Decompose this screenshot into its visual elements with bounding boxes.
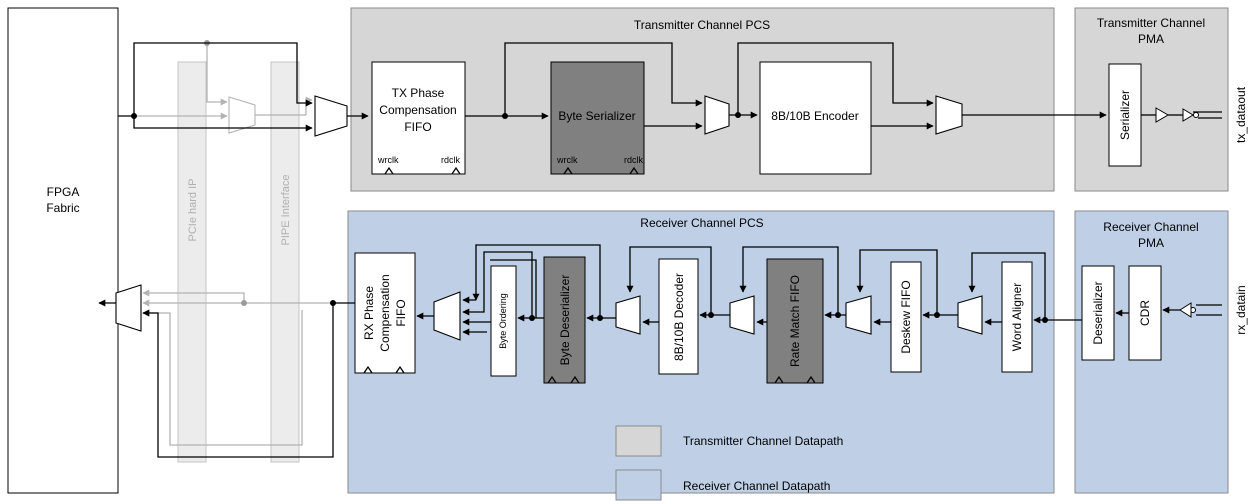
rx-output-mux <box>115 284 142 332</box>
rx-byte-ordering-mux <box>433 291 461 341</box>
rx-phase-fifo-line3: FIFO <box>394 299 408 326</box>
rx-decoder-mux <box>615 295 641 335</box>
fpga-label-line1: FPGA <box>47 185 80 199</box>
word-aligner-label: Word Aligner <box>1010 283 1024 351</box>
pipe-tx-wire <box>305 96 313 115</box>
pipe-rx-junction <box>241 300 247 306</box>
rx-word-aligner-mux <box>957 295 983 335</box>
clock-triangle-icon <box>547 375 557 384</box>
rx-pcs-title: Receiver Channel PCS <box>640 216 763 230</box>
deserializer-block <box>1081 265 1115 361</box>
tx-pcs-title: Transmitter Channel PCS <box>634 18 770 32</box>
byte-serializer-label: Byte Serializer <box>558 109 635 123</box>
clock-triangle-icon <box>363 365 373 374</box>
rx-wire <box>490 259 537 318</box>
serializer-block <box>1108 63 1142 167</box>
byte-serializer-wrclk: wrclk <box>556 155 578 165</box>
rate-match-fifo-block <box>766 258 824 384</box>
byte-serializer-rdclk: rdclk <box>624 155 644 165</box>
tx-output-pin-icon <box>1193 112 1199 118</box>
clock-triangle-icon <box>806 375 816 384</box>
tx-pma-title-line1: Transmitter Channel <box>1097 16 1205 30</box>
legend-rx-swatch <box>615 469 662 501</box>
encoder-block <box>759 61 872 175</box>
deskew-fifo-label: Deskew FIFO <box>899 280 913 353</box>
rx-rate-match-mux <box>729 295 755 335</box>
pipe-rx-wire <box>142 289 245 303</box>
tx-output-buffer-icon <box>1155 107 1169 123</box>
encoder-label: 8B/10B Encoder <box>771 109 858 123</box>
rx-wire <box>472 244 601 318</box>
clock-triangle-icon <box>384 166 394 175</box>
rx-wire <box>739 246 839 315</box>
byte-deserializer-label: Byte Deserializer <box>558 275 572 366</box>
clock-triangle-icon <box>563 166 573 175</box>
byte-ordering-label: Byte Ordering <box>498 293 508 349</box>
cdr-label: CDR <box>1138 300 1152 326</box>
tx-serializer-bypass-mux <box>704 95 730 135</box>
clock-triangle-icon <box>451 166 461 175</box>
tx-phase-fifo-line3: FIFO <box>404 120 431 134</box>
tx-input-mux <box>314 95 348 137</box>
rx-phase-comp-fifo <box>354 252 416 374</box>
rx-wire <box>462 251 533 318</box>
rate-match-fifo-label: Rate Match FIFO <box>788 275 802 367</box>
pipe-tx-wire <box>206 43 228 106</box>
tx-phase-fifo-line2: Compensation <box>379 103 456 117</box>
tx-encoder-bypass-mux <box>935 95 963 135</box>
tx-dataout-label: tx_dataout <box>1234 86 1248 143</box>
rx-wire <box>142 303 334 458</box>
tx-pma-title-line2: PMA <box>1138 32 1164 46</box>
tx-phase-comp-fifo <box>371 61 466 175</box>
decoder-label: 8B/10B Decoder <box>672 273 686 361</box>
deserializer-label: Deserializer <box>1091 281 1105 344</box>
tx-junction <box>131 113 137 119</box>
rx-pma-title-line1: Receiver Channel <box>1103 220 1198 234</box>
rx-wire <box>856 249 938 315</box>
decoder-block <box>658 258 699 375</box>
rx-wire <box>626 246 712 315</box>
pcie-hard-ip-label: PCIe hard IP <box>187 179 199 242</box>
pipe-tx-mux <box>228 96 256 134</box>
clock-triangle-icon <box>629 166 639 175</box>
byte-serializer-block <box>550 61 645 175</box>
pipe-interface-block <box>270 61 300 463</box>
rx-wire <box>968 252 1046 320</box>
rx-datain-label: rx_datain <box>1234 285 1248 334</box>
word-aligner-block <box>1001 261 1033 373</box>
clock-triangle-icon <box>570 375 580 384</box>
tx-output-buffer-icon <box>1182 108 1194 122</box>
rx-phase-fifo-line2: Compensation <box>378 274 392 351</box>
rx-pcs-region <box>347 210 1055 494</box>
cdr-block <box>1128 265 1162 361</box>
pipe-interface-label: PIPE Interface <box>280 175 292 246</box>
legend-tx-label: Transmitter Channel Datapath <box>683 434 843 448</box>
tx-wire <box>737 42 934 115</box>
deskew-fifo-block <box>890 261 922 373</box>
legend-tx-swatch <box>615 425 662 457</box>
byte-deserializer-block <box>543 256 586 384</box>
rx-pma-title-line2: PMA <box>1138 236 1164 250</box>
rx-input-buffer-icon <box>1179 302 1192 318</box>
tx-pma-region <box>1074 7 1229 192</box>
serializer-label: Serializer <box>1118 90 1132 140</box>
rx-deskew-mux <box>845 295 872 335</box>
rx-phase-fifo-line1: RX Phase <box>362 286 376 340</box>
tx-wire <box>133 116 313 132</box>
tx-phase-fifo-wrclk: wrclk <box>377 155 399 165</box>
clock-triangle-icon <box>395 365 405 374</box>
fpga-label-line2: Fabric <box>46 201 79 215</box>
byte-ordering-block <box>490 265 517 377</box>
fpga-fabric-block <box>7 7 119 494</box>
legend-rx-label: Receiver Channel Datapath <box>683 479 830 493</box>
clock-triangle-icon <box>774 375 784 384</box>
tx-phase-fifo-line1: TX Phase <box>392 86 445 100</box>
pipe-rx-wire <box>142 309 303 446</box>
tx-wire <box>504 42 703 116</box>
pcie-hard-ip-block <box>177 61 207 463</box>
tx-phase-fifo-rdclk: rdclk <box>441 155 461 165</box>
